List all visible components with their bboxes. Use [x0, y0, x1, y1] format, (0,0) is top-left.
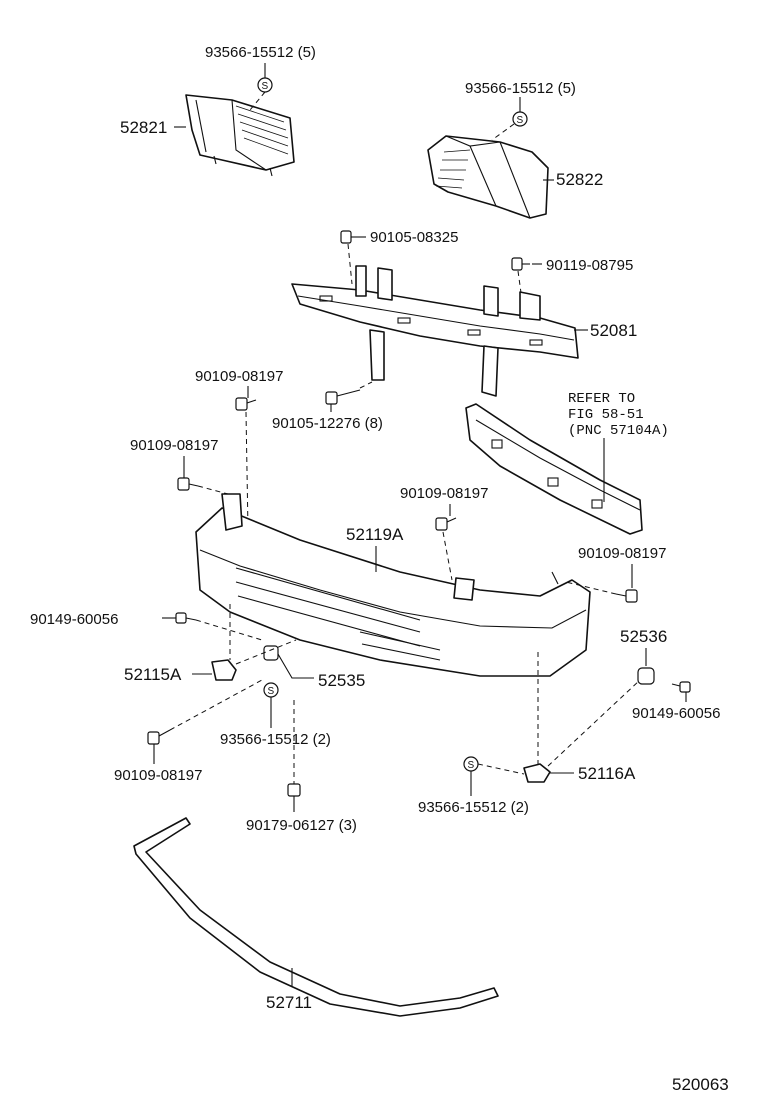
label-90109-08197-b: 90109-08197	[130, 437, 218, 454]
clip-90179-06127	[287, 783, 301, 797]
bolt-90109-08197-e	[147, 729, 171, 745]
label-93566-15512-a: 93566-15512 (5)	[205, 44, 316, 61]
label-90109-08197-d: 90109-08197	[578, 545, 666, 562]
part-52536-nut	[637, 667, 655, 685]
label-52535: 52535	[318, 671, 365, 690]
label-52822: 52822	[556, 170, 603, 189]
svg-text:S: S	[468, 760, 475, 771]
svg-text:S: S	[268, 686, 275, 697]
label-93566-15512-b: 93566-15512 (5)	[465, 80, 576, 97]
label-90109-08197-e: 90109-08197	[114, 767, 202, 784]
bolt-90105-12276	[325, 389, 361, 405]
svg-text:S: S	[517, 115, 524, 126]
clip-symbol-a: S	[257, 77, 273, 93]
bolt-90119-08795	[511, 257, 530, 271]
label-90149-60056-a: 90149-60056	[30, 611, 118, 628]
part-52081-reinforcement	[291, 265, 579, 397]
part-reference-absorber	[465, 403, 643, 535]
label-52711: 52711	[266, 993, 312, 1012]
part-52821-left-duct	[185, 94, 295, 177]
bolt-90109-08197-c	[435, 517, 457, 531]
label-52081: 52081	[590, 321, 637, 340]
part-52711-strip	[133, 817, 499, 1017]
ref-note-line2: FIG 58-51	[568, 407, 644, 423]
ref-note-line1: REFER TO	[568, 391, 635, 407]
ref-note-line3: (PNC 57104A)	[568, 423, 669, 439]
label-52116A: 52116A	[578, 764, 636, 783]
part-52822-right-duct	[427, 135, 549, 219]
clip-symbol-b: S	[512, 111, 528, 127]
bolt-90109-08197-b	[177, 477, 199, 491]
label-52119A: 52119A	[346, 525, 404, 544]
label-93566-15512-c: 93566-15512 (2)	[220, 731, 331, 748]
part-52535-nut	[263, 645, 279, 661]
label-90105-12276: 90105-12276 (8)	[272, 415, 383, 432]
bolt-90109-08197-d	[615, 589, 638, 603]
label-90109-08197-c: 90109-08197	[400, 485, 488, 502]
label-90109-08197-a: 90109-08197	[195, 368, 283, 385]
label-90105-08325: 90105-08325	[370, 229, 458, 246]
label-93566-15512-d: 93566-15512 (2)	[418, 799, 529, 816]
part-52116A-bracket	[523, 763, 551, 783]
label-90179-06127: 90179-06127 (3)	[246, 817, 357, 834]
label-52536: 52536	[620, 627, 667, 646]
part-52115A-bracket	[211, 659, 237, 681]
label-90149-60056-b: 90149-60056	[632, 705, 720, 722]
clip-symbol-c: S	[263, 682, 279, 698]
bolt-90105-08325	[340, 230, 358, 244]
screw-90149-60056-b	[671, 681, 691, 693]
figure-number: 520063	[672, 1075, 729, 1094]
label-52115A: 52115A	[124, 665, 182, 684]
screw-90149-60056-a	[175, 612, 197, 624]
label-90119-08795: 90119-08795	[546, 257, 633, 274]
bolt-90109-08197-a	[235, 397, 257, 411]
svg-text:S: S	[262, 81, 269, 92]
part-52119A-bumper-cover	[195, 493, 591, 677]
clip-symbol-d: S	[463, 756, 479, 772]
label-52821: 52821	[120, 118, 167, 137]
